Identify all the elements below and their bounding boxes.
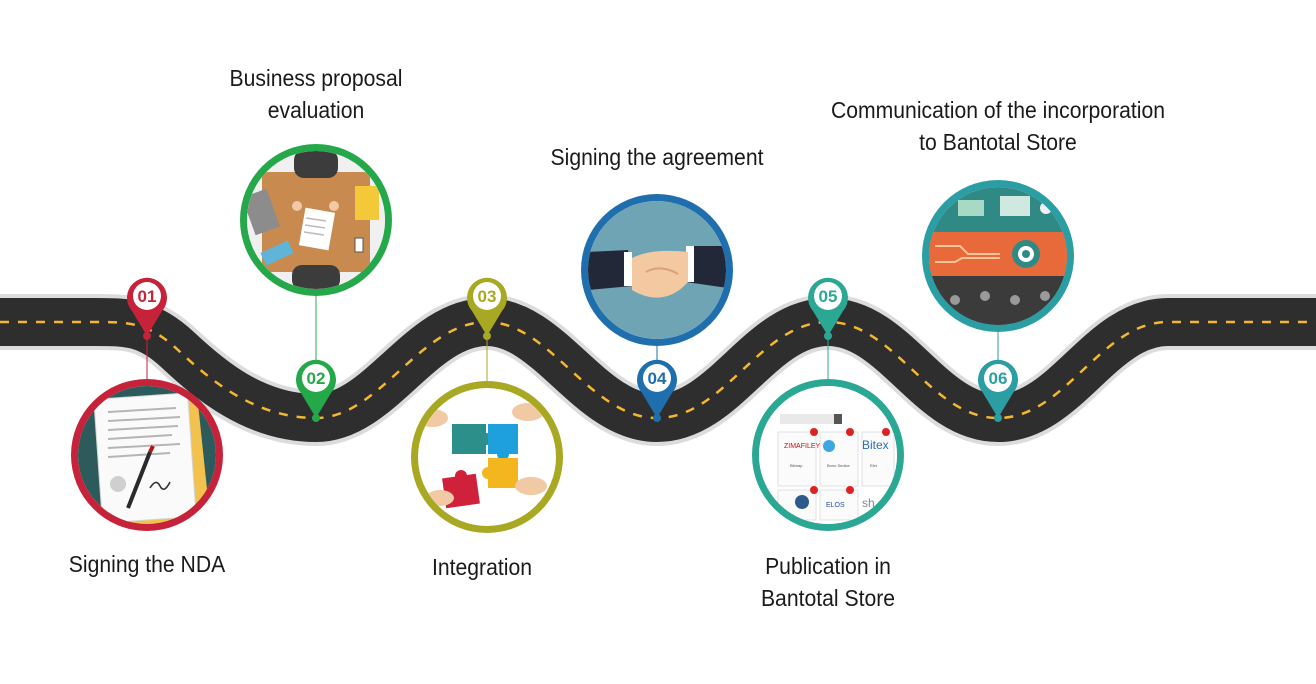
step-4-title-line-1: Signing the agreement (550, 144, 764, 170)
store-logo-1: ZIMAFILEY (784, 443, 821, 450)
step-6-title: Communication of the incorporation to Ba… (805, 94, 1191, 158)
puzzle-pieces-icon (418, 403, 547, 509)
step-1-image (71, 379, 223, 531)
store-logo-2: Bitex (862, 438, 889, 452)
step-5-image: ZIMAFILEY Bitex ELOS sh Bitmap Bono Sedi… (752, 379, 904, 531)
handshake-icon (588, 201, 726, 339)
step-3-title-line-1: Integration (431, 554, 532, 580)
step-3-number: 03 (478, 287, 497, 306)
step-1-title-line-1: Signing the NDA (68, 551, 226, 577)
step-2-pin: 02 (296, 359, 337, 422)
step-4-pin: 04 (637, 359, 678, 422)
step-6-number: 06 (989, 369, 1008, 388)
step-6-title-line-2: to Bantotal Store (919, 129, 1077, 155)
store-card-1: Bitmap (790, 463, 803, 468)
document-signing-icon (78, 386, 216, 524)
store-logo-4: sh (862, 496, 875, 510)
step-4-title: Signing the agreement (524, 141, 791, 173)
step-1-title: Signing the NDA (49, 548, 246, 580)
step-5-number: 05 (819, 287, 838, 306)
step-4-image (581, 194, 733, 346)
step-5-pin: 05 (808, 277, 849, 340)
communication-network-icon (929, 187, 1067, 325)
step-1-pin: 01 (127, 277, 167, 340)
store-card-3: Elet (870, 463, 878, 468)
step-2-image (240, 144, 392, 296)
step-3-title: Integration (399, 551, 565, 583)
step-2-title-line-1: Business proposal (229, 65, 403, 91)
step-5-title: Publication in Bantotal Store (727, 550, 929, 614)
step-4-number: 04 (648, 369, 667, 388)
meeting-table-icon (247, 151, 385, 289)
step-2-number: 02 (307, 369, 326, 388)
step-1-number: 01 (138, 287, 157, 306)
step-2-title-line-2: evaluation (267, 97, 365, 123)
step-5-title-line-2: Bantotal Store (760, 585, 896, 611)
step-3-image (411, 381, 563, 533)
step-2-title: Business proposal evaluation (206, 62, 427, 126)
step-6-image (922, 180, 1074, 332)
step-5-title-line-1: Publication in (765, 553, 891, 579)
store-card-2: Bono Sedice (827, 463, 850, 468)
step-6-pin: 06 (978, 359, 1019, 422)
store-screen-icon: ZIMAFILEY Bitex ELOS sh Bitmap Bono Sedi… (759, 386, 897, 524)
step-6-title-line-1: Communication of the incorporation (830, 97, 1166, 123)
step-3-pin: 03 (466, 277, 508, 340)
store-logo-3: ELOS (826, 502, 845, 509)
